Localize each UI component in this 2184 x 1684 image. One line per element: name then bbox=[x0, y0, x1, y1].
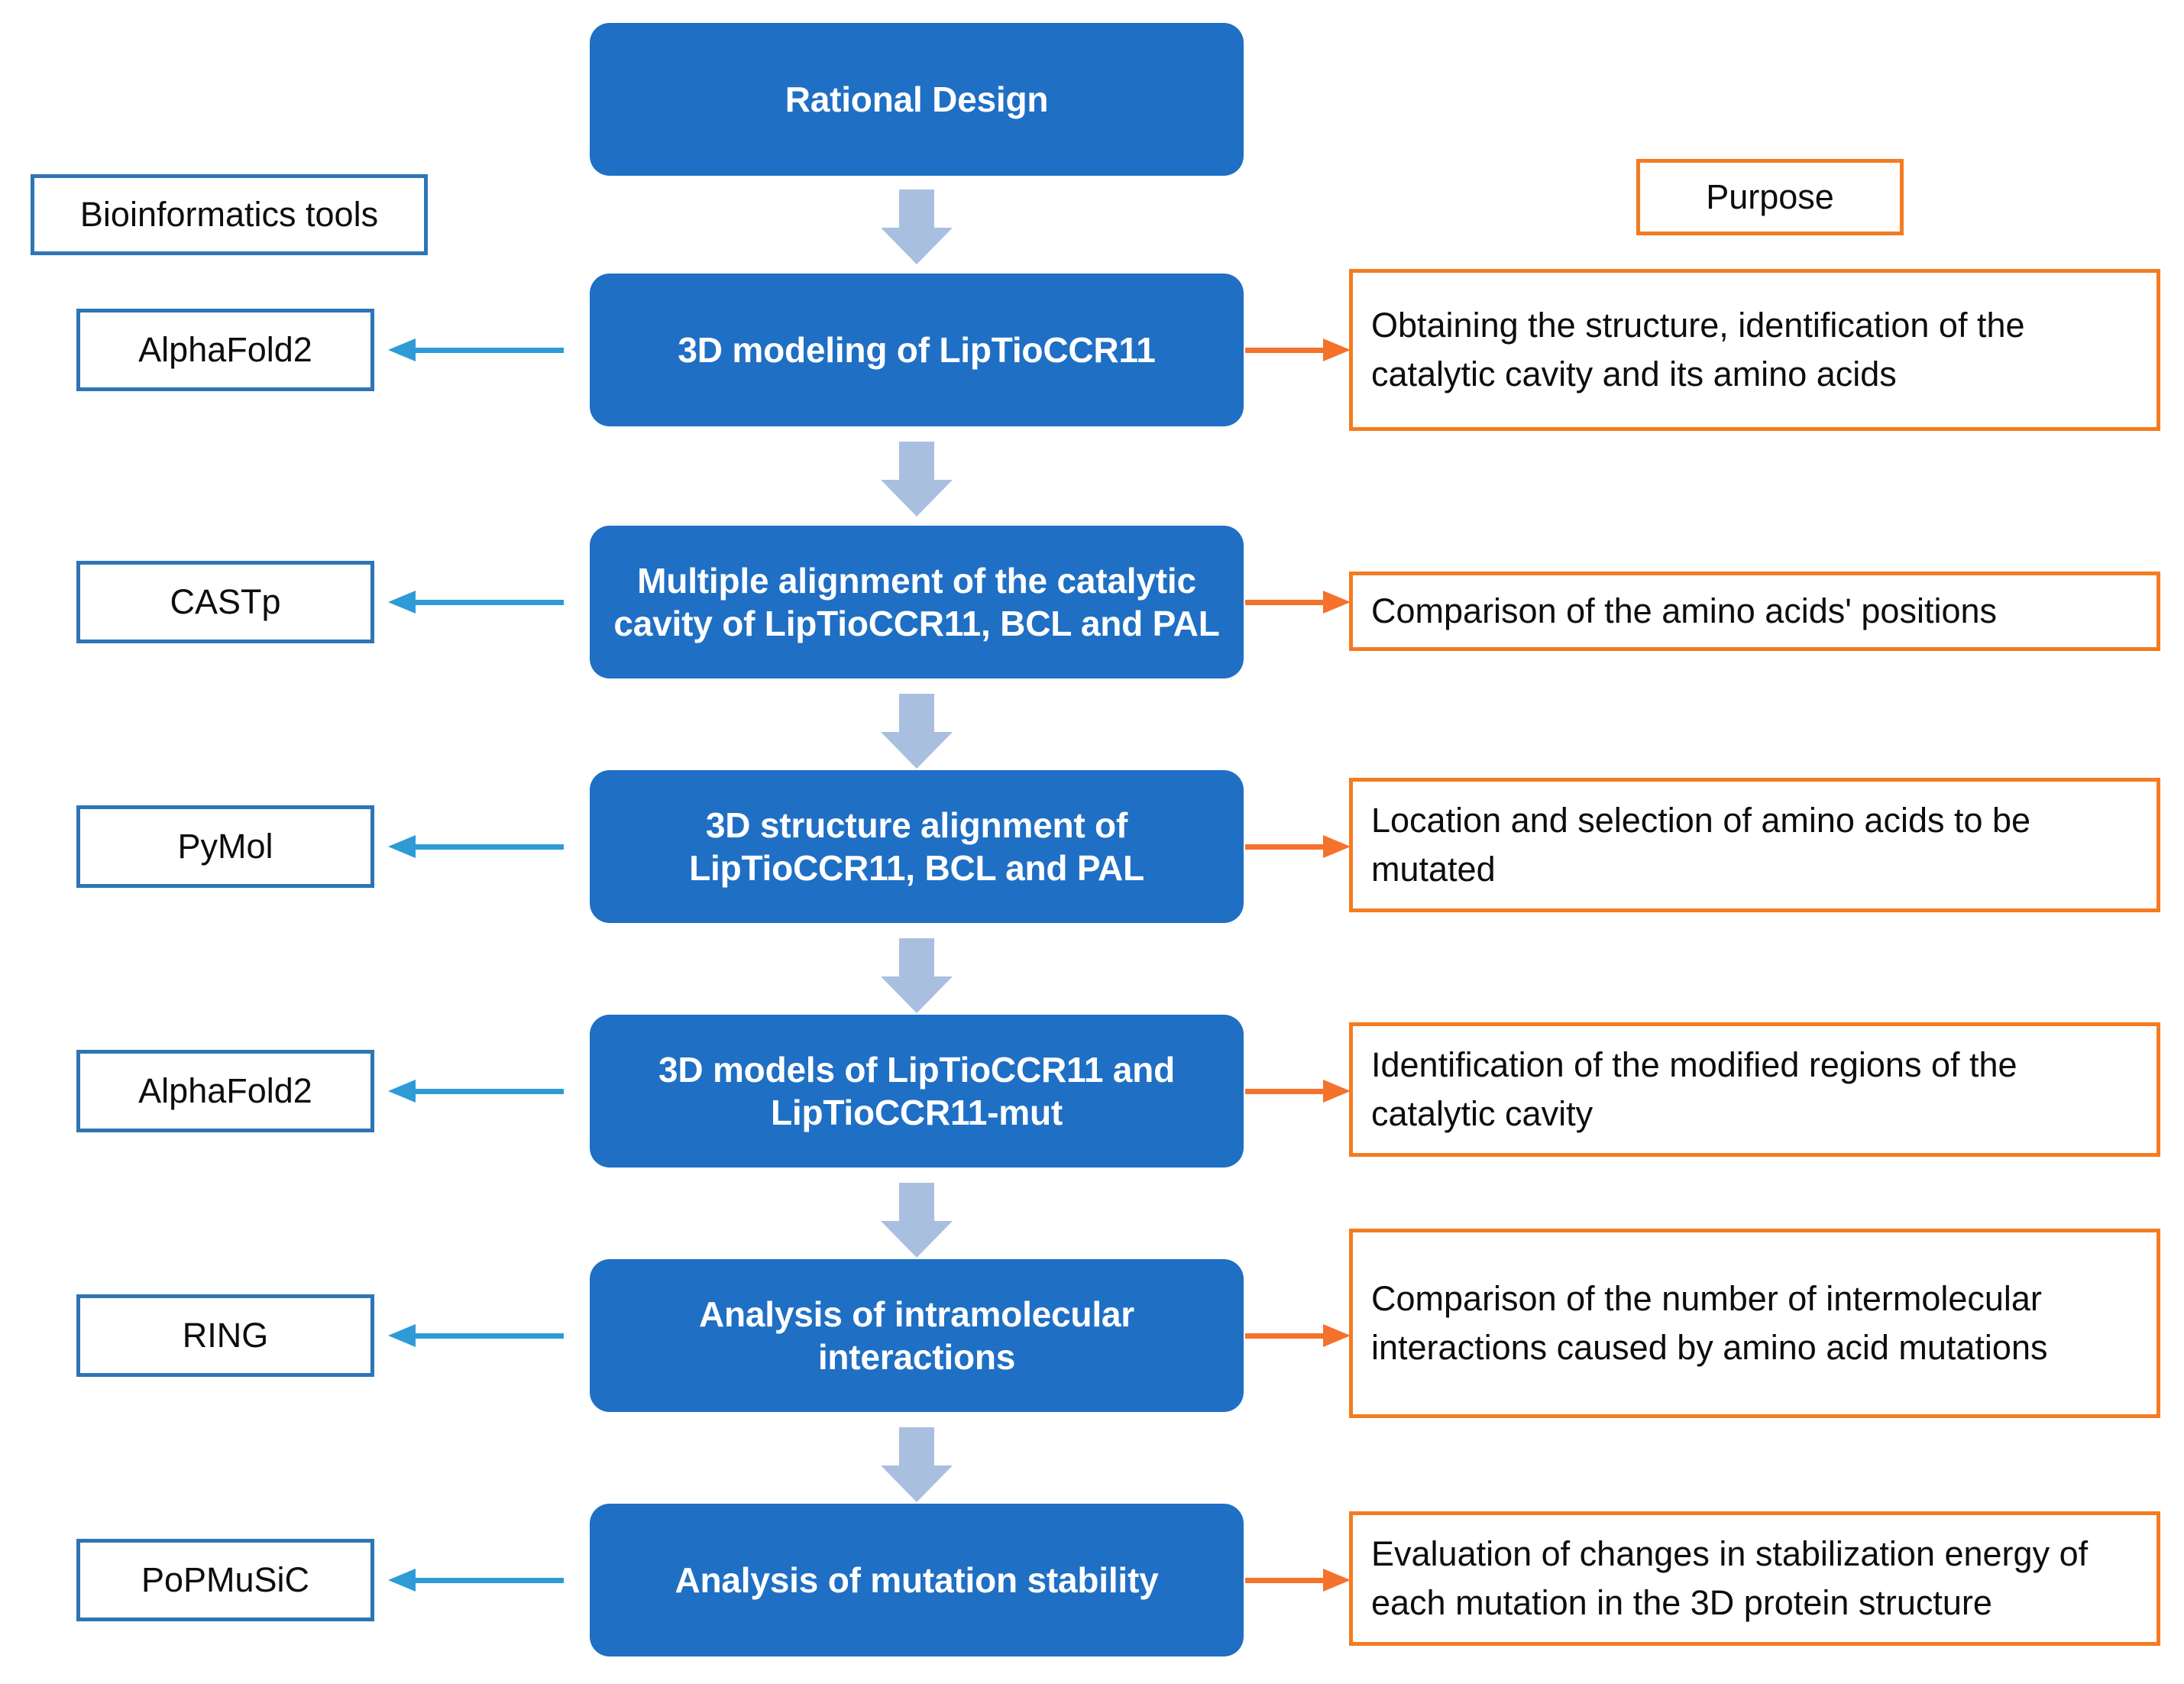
bioinformatics-tools-header: Bioinformatics tools bbox=[31, 174, 428, 255]
purpose-box-step-3: Location and selection of amino acids to… bbox=[1349, 778, 2160, 912]
arrow-right-icon-step-3 bbox=[1245, 835, 1351, 858]
process-box-step-4[interactable]: 3D models of LipTioCCR11 and LipTioCCR11… bbox=[590, 1015, 1244, 1167]
purpose-box-step-6: Evaluation of changes in stabilization e… bbox=[1349, 1511, 2160, 1646]
arrow-tip bbox=[1323, 835, 1351, 858]
purpose-header-label: Purpose bbox=[1706, 177, 1834, 216]
arrow-right-icon-step-5 bbox=[1245, 1324, 1351, 1347]
tool-box-step-5-label: RING bbox=[182, 1316, 269, 1355]
purpose-box-step-4-label: Identification of the modified regions o… bbox=[1371, 1045, 2017, 1133]
arrow-shaft bbox=[899, 938, 934, 980]
arrow-left-icon-step-3 bbox=[388, 835, 564, 858]
arrow-down-icon bbox=[881, 1183, 953, 1258]
bioinformatics-tools-header-label: Bioinformatics tools bbox=[79, 195, 379, 234]
arrow-down-icon bbox=[881, 442, 953, 517]
purpose-box-step-5-label: Comparison of the number of intermolecul… bbox=[1371, 1279, 2048, 1367]
purpose-box-step-5: Comparison of the number of intermolecul… bbox=[1349, 1229, 2160, 1418]
arrow-tip bbox=[388, 1080, 416, 1103]
arrow-tip bbox=[1323, 1080, 1351, 1103]
tool-box-step-4[interactable]: AlphaFold2 bbox=[76, 1050, 374, 1132]
arrow-tip bbox=[388, 835, 416, 858]
tool-box-step-3-label: PyMol bbox=[177, 827, 273, 866]
arrow-shaft bbox=[899, 1427, 934, 1469]
purpose-box-step-6-label: Evaluation of changes in stabilization e… bbox=[1371, 1534, 2089, 1622]
tool-box-step-2-label: CASTp bbox=[170, 582, 281, 621]
arrow-line bbox=[411, 844, 564, 850]
arrow-left-icon-step-1 bbox=[388, 338, 564, 361]
arrow-line bbox=[1245, 1089, 1328, 1094]
tool-box-step-6-label: PoPMuSiC bbox=[141, 1560, 310, 1599]
tool-box-step-6[interactable]: PoPMuSiC bbox=[76, 1539, 374, 1621]
tool-box-step-2[interactable]: CASTp bbox=[76, 561, 374, 643]
arrow-line bbox=[411, 1089, 564, 1094]
process-box-step-5-label: Analysis of intramolecular interactions bbox=[699, 1294, 1134, 1377]
purpose-box-step-2-label: Comparison of the amino acids' positions bbox=[1371, 591, 1998, 631]
arrow-shaft bbox=[899, 442, 934, 483]
process-box-step-6-label: Analysis of mutation stability bbox=[675, 1559, 1159, 1600]
arrow-head bbox=[881, 1221, 953, 1258]
process-box-rational-design[interactable]: Rational Design bbox=[590, 23, 1244, 176]
arrow-down-icon bbox=[881, 1427, 953, 1502]
process-box-rational-design-label: Rational Design bbox=[785, 79, 1049, 119]
arrow-shaft bbox=[899, 694, 934, 735]
purpose-header: Purpose bbox=[1636, 159, 1904, 235]
process-box-step-4-label: 3D models of LipTioCCR11 and LipTioCCR11… bbox=[658, 1049, 1175, 1132]
process-box-step-3[interactable]: 3D structure alignment of LipTioCCR11, B… bbox=[590, 770, 1244, 923]
purpose-box-step-1: Obtaining the structure, identification … bbox=[1349, 269, 2160, 431]
process-box-step-1[interactable]: 3D modeling of LipTioCCR11 bbox=[590, 274, 1244, 426]
arrow-left-icon-step-5 bbox=[388, 1324, 564, 1347]
arrow-line bbox=[1245, 600, 1328, 605]
process-box-step-1-label: 3D modeling of LipTioCCR11 bbox=[678, 329, 1156, 370]
arrow-line bbox=[411, 1333, 564, 1339]
process-box-step-2-label: Multiple alignment of the catalytic cavi… bbox=[613, 560, 1220, 643]
tool-box-step-4-label: AlphaFold2 bbox=[138, 1071, 312, 1110]
arrow-line bbox=[1245, 348, 1328, 353]
arrow-left-icon-step-2 bbox=[388, 591, 564, 614]
arrow-right-icon-step-1 bbox=[1245, 338, 1351, 361]
process-box-step-5[interactable]: Analysis of intramolecular interactions bbox=[590, 1259, 1244, 1412]
tool-box-step-5[interactable]: RING bbox=[76, 1294, 374, 1377]
arrow-tip bbox=[1323, 1569, 1351, 1592]
arrow-left-icon-step-4 bbox=[388, 1080, 564, 1103]
purpose-box-step-3-label: Location and selection of amino acids to… bbox=[1371, 801, 2031, 889]
process-box-step-2[interactable]: Multiple alignment of the catalytic cavi… bbox=[590, 526, 1244, 678]
arrow-down-icon bbox=[881, 694, 953, 769]
arrow-tip bbox=[388, 338, 416, 361]
arrow-head bbox=[881, 976, 953, 1013]
arrow-right-icon-step-4 bbox=[1245, 1080, 1351, 1103]
tool-box-step-1-label: AlphaFold2 bbox=[138, 330, 312, 369]
purpose-box-step-2: Comparison of the amino acids' positions bbox=[1349, 572, 2160, 651]
arrow-tip bbox=[388, 1324, 416, 1347]
arrow-head bbox=[881, 228, 953, 264]
arrow-tip bbox=[1323, 1324, 1351, 1347]
arrow-line bbox=[411, 1578, 564, 1583]
arrow-tip bbox=[388, 591, 416, 614]
arrow-line bbox=[1245, 1578, 1328, 1583]
purpose-box-step-4: Identification of the modified regions o… bbox=[1349, 1022, 2160, 1157]
arrow-tip bbox=[388, 1569, 416, 1592]
arrow-tip bbox=[1323, 338, 1351, 361]
arrow-down-icon bbox=[881, 938, 953, 1013]
arrow-shaft bbox=[899, 1183, 934, 1224]
arrow-head bbox=[881, 732, 953, 769]
arrow-left-icon-step-6 bbox=[388, 1569, 564, 1592]
purpose-box-step-1-label: Obtaining the structure, identification … bbox=[1371, 306, 2025, 393]
arrow-line bbox=[1245, 844, 1328, 850]
arrow-head bbox=[881, 1465, 953, 1502]
process-box-step-6[interactable]: Analysis of mutation stability bbox=[590, 1504, 1244, 1656]
arrow-right-icon-step-2 bbox=[1245, 591, 1351, 614]
arrow-tip bbox=[1323, 591, 1351, 614]
process-box-step-3-label: 3D structure alignment of LipTioCCR11, B… bbox=[689, 805, 1144, 888]
tool-box-step-1[interactable]: AlphaFold2 bbox=[76, 309, 374, 391]
arrow-head bbox=[881, 480, 953, 517]
arrow-line bbox=[1245, 1333, 1328, 1339]
arrow-down-icon bbox=[881, 189, 953, 264]
arrow-line bbox=[411, 348, 564, 353]
arrow-line bbox=[411, 600, 564, 605]
arrow-shaft bbox=[899, 189, 934, 231]
tool-box-step-3[interactable]: PyMol bbox=[76, 805, 374, 888]
arrow-right-icon-step-6 bbox=[1245, 1569, 1351, 1592]
